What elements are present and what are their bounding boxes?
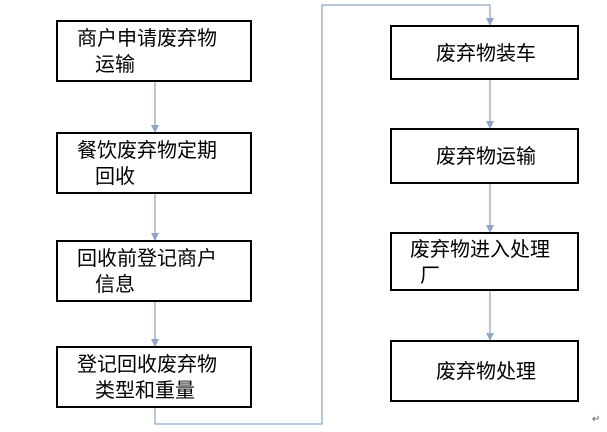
step-box-periodic-collection: 餐饮废弃物定期 回收	[56, 132, 252, 194]
step-text-line1: 登记回收废弃物	[77, 352, 217, 376]
step-box-apply-transport: 商户申请废弃物 运输	[56, 20, 252, 82]
step-text-line1: 回收前登记商户	[77, 246, 217, 270]
step-box-treatment: 废弃物处理	[390, 340, 579, 402]
step-text-line2: 回收	[95, 164, 135, 188]
paragraph-mark: ↵	[592, 414, 601, 425]
step-text-line1: 商户申请废弃物	[77, 26, 217, 50]
step-text-line1: 废弃物处理	[436, 359, 536, 383]
step-box-loading: 废弃物装车	[390, 25, 579, 80]
step-text-line2: 厂	[420, 262, 440, 287]
step-box-register-merchant: 回收前登记商户 信息	[56, 240, 252, 302]
step-text-line2: 信息	[95, 272, 135, 296]
step-text-line1: 废弃物运输	[436, 144, 536, 168]
step-text-line2: 运输	[95, 52, 135, 76]
arrow-step4-to-step5	[154, 4, 494, 425]
step-text-line1: 废弃物装车	[436, 40, 536, 65]
step-text-line1: 餐饮废弃物定期	[77, 138, 217, 162]
step-box-register-waste: 登记回收废弃物 类型和重量	[56, 346, 252, 408]
step-text-line2: 类型和重量	[95, 378, 195, 402]
step-box-enter-plant: 废弃物进入处理 厂	[390, 232, 579, 291]
step-text-line1: 废弃物进入处理	[410, 236, 550, 261]
step-box-transport: 废弃物运输	[390, 128, 579, 184]
